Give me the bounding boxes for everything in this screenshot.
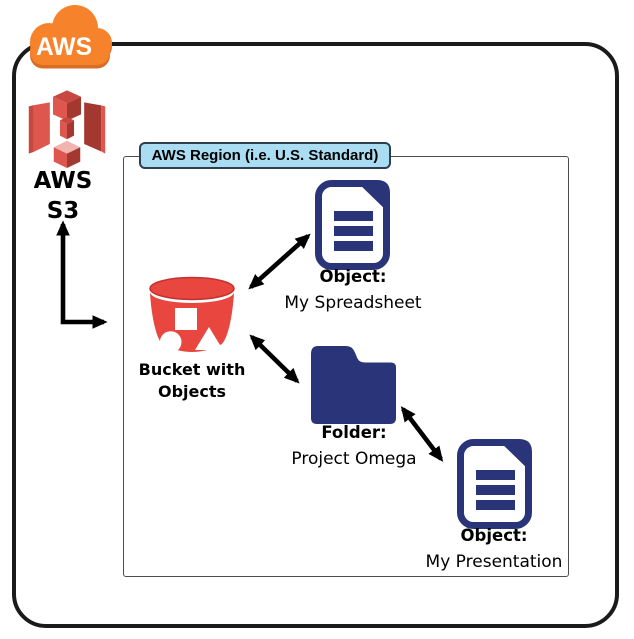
presentation-label-name: My Presentation — [425, 551, 563, 572]
spreadsheet-label-name: My Spreadsheet — [284, 292, 422, 313]
s3-service-label: AWS S3 — [33, 168, 93, 225]
document-fold — [497, 439, 532, 473]
presentation-label: Object: My Presentation — [414, 526, 574, 573]
folder-icon — [311, 346, 396, 424]
bucket-label: Bucket with Objects — [138, 360, 246, 401]
spreadsheet-label: Object: My Spreadsheet — [273, 267, 433, 314]
folder-label-title: Folder: — [321, 423, 387, 442]
presentation-label-title: Object: — [460, 526, 528, 545]
spreadsheet-document-icon — [315, 180, 390, 270]
s3-service-icon — [28, 90, 106, 168]
aws-cloud-boundary — [12, 42, 619, 628]
cloud-shape — [30, 5, 112, 65]
spreadsheet-label-title: Object: — [319, 267, 387, 286]
bucket-object-square — [175, 308, 197, 330]
bucket-object-circle — [159, 331, 182, 353]
aws-cloud-icon: AWS — [30, 5, 112, 69]
bucket-object-triangle — [195, 327, 223, 350]
folder-label-name: Project Omega — [291, 448, 417, 469]
presentation-document-icon — [457, 439, 532, 529]
document-text-lines — [334, 211, 373, 251]
aws-region-label-text: AWS Region (i.e. U.S. Standard) — [151, 147, 379, 164]
cloud-badge-text: AWS — [36, 33, 92, 61]
folder-label: Folder: Project Omega — [274, 423, 434, 470]
aws-region-label: AWS Region (i.e. U.S. Standard) — [139, 142, 391, 169]
document-text-lines — [476, 470, 515, 510]
bucket-icon — [149, 276, 235, 353]
document-fold — [355, 180, 390, 214]
